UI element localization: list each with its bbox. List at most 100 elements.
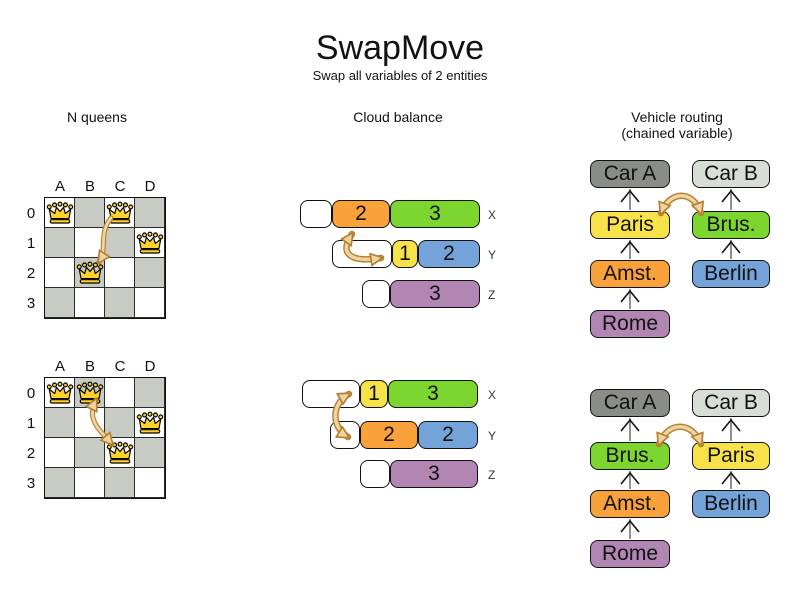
vehicle-swap-arrow (659, 425, 701, 444)
board-cell (105, 198, 135, 228)
cloud-empty-segment (332, 240, 392, 268)
chain-arrow-head (721, 418, 741, 432)
cloud-process-segment: 1 (392, 240, 418, 268)
vehicle-box: Car A (590, 160, 670, 188)
chain-arrow-head (620, 289, 640, 303)
section-title-vehicle: Vehicle routing (631, 109, 723, 125)
chain-arrow-head (620, 418, 640, 432)
cloud-process-segment: 3 (388, 380, 478, 408)
board-row-label: 3 (26, 475, 36, 492)
board-cell (75, 408, 105, 438)
chain-arrow-head (620, 471, 640, 485)
vehicle-box: Berlin (692, 260, 770, 288)
page-title: SwapMove (315, 29, 485, 67)
vehicle-swap-arrow-outline (657, 192, 705, 217)
board-cell (45, 468, 75, 498)
cloud-empty-segment (300, 200, 332, 228)
computer-label: X (488, 388, 497, 402)
board-cell (105, 408, 135, 438)
board-col-label: D (144, 358, 156, 375)
board-row-label: 3 (26, 295, 36, 312)
board-col-label: A (54, 358, 65, 375)
chain-arrow-head (620, 519, 640, 533)
board-cell (75, 228, 105, 258)
board-cell (105, 468, 135, 498)
board-col-label: C (114, 358, 126, 375)
board-cell (135, 438, 165, 468)
vehicle-box: Rome (590, 310, 670, 338)
chain-arrow-head (721, 471, 741, 485)
board-cell (105, 378, 135, 408)
cloud-process-segment: 3 (390, 280, 480, 308)
computer-label: Z (488, 468, 496, 482)
vehicle-swap-arrow-outline (655, 423, 705, 448)
cloud-empty-segment (302, 380, 360, 408)
cloud-process-segment: 2 (332, 200, 390, 228)
chain-arrow-head (721, 240, 741, 254)
board-row-label: 0 (26, 385, 36, 402)
board-cell (105, 438, 135, 468)
board-cell (45, 258, 75, 288)
chain-arrow-head (620, 189, 640, 203)
board-cell (75, 468, 105, 498)
cloud-process-segment: 3 (390, 460, 478, 488)
cloud-empty-segment (360, 460, 390, 488)
board-cell (135, 228, 165, 258)
section-title-nqueens: N queens (67, 109, 127, 125)
vehicle-box: Brus. (692, 211, 770, 239)
chain-arrow-head (620, 240, 640, 254)
board-cell (45, 198, 75, 228)
section-subtitle-vehicle: (chained variable) (621, 125, 733, 141)
cloud-empty-segment (362, 280, 390, 308)
board-row-label: 2 (26, 265, 36, 282)
computer-label: X (488, 208, 497, 222)
board-cell (135, 258, 165, 288)
cloud-process-segment: 2 (360, 421, 418, 449)
cloud-process-segment: 3 (390, 200, 480, 228)
board-col-label: C (114, 178, 126, 195)
cloud-empty-segment (330, 421, 360, 449)
board-col-label: B (84, 358, 95, 375)
page-subtitle: Swap all variables of 2 entities (312, 68, 488, 83)
board-col-label: A (54, 178, 65, 195)
computer-label: Z (488, 288, 496, 302)
vehicle-swap-arrow (661, 194, 701, 213)
board-row-label: 2 (26, 445, 36, 462)
board-cell (135, 288, 165, 318)
board-row-label: 1 (26, 415, 36, 432)
board-cell (45, 408, 75, 438)
cloud-process-segment: 2 (418, 421, 478, 449)
computer-label: Y (488, 429, 497, 443)
board-cell (135, 378, 165, 408)
board-cell (75, 258, 105, 288)
board-cell (75, 288, 105, 318)
vehicle-box: Paris (590, 211, 670, 239)
vehicle-box: Car A (590, 389, 670, 417)
vehicle-box: Paris (692, 442, 770, 470)
board-cell (45, 378, 75, 408)
board-cell (45, 228, 75, 258)
vehicle-box: Car B (692, 389, 770, 417)
board-col-label: D (144, 178, 156, 195)
vehicle-box: Amst. (590, 260, 670, 288)
board-cell (105, 288, 135, 318)
board-cell (135, 198, 165, 228)
board-row-label: 0 (26, 205, 36, 222)
vehicle-box: Berlin (692, 490, 770, 518)
board-cell (135, 408, 165, 438)
cloud-process-segment: 2 (418, 240, 480, 268)
board-row-label: 1 (26, 235, 36, 252)
board-cell (45, 438, 75, 468)
vehicle-box: Amst. (590, 490, 670, 518)
board-cell (75, 198, 105, 228)
board-cell (75, 438, 105, 468)
board-cell (45, 288, 75, 318)
vehicle-box: Rome (590, 540, 670, 568)
board-cell (105, 258, 135, 288)
vehicle-box: Car B (692, 160, 770, 188)
board-cell (105, 228, 135, 258)
section-title-cloud: Cloud balance (353, 109, 443, 125)
board-cell (135, 468, 165, 498)
vehicle-box: Brus. (590, 442, 670, 470)
